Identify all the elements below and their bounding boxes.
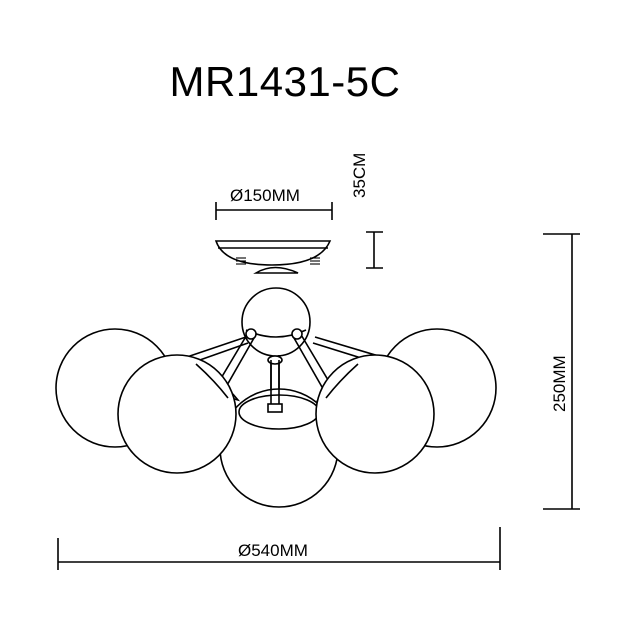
canopy-height-dimension — [366, 231, 383, 269]
center-hub — [241, 287, 311, 357]
globe-front-right — [315, 354, 435, 474]
overall-height-dimension — [543, 233, 580, 510]
overall-diameter-label: Ø540MM — [238, 541, 308, 560]
globe-front-left — [117, 354, 237, 474]
overall-diameter-dimension — [57, 527, 501, 570]
canopy-diameter-label: Ø150MM — [230, 186, 300, 205]
model-title: MR1431-5C — [169, 58, 401, 105]
canopy-diameter-dimension — [215, 202, 333, 220]
overall-height-label: 250MM — [550, 355, 569, 412]
canopy-height-label: 35CM — [350, 152, 369, 198]
ceiling-canopy — [214, 240, 332, 274]
